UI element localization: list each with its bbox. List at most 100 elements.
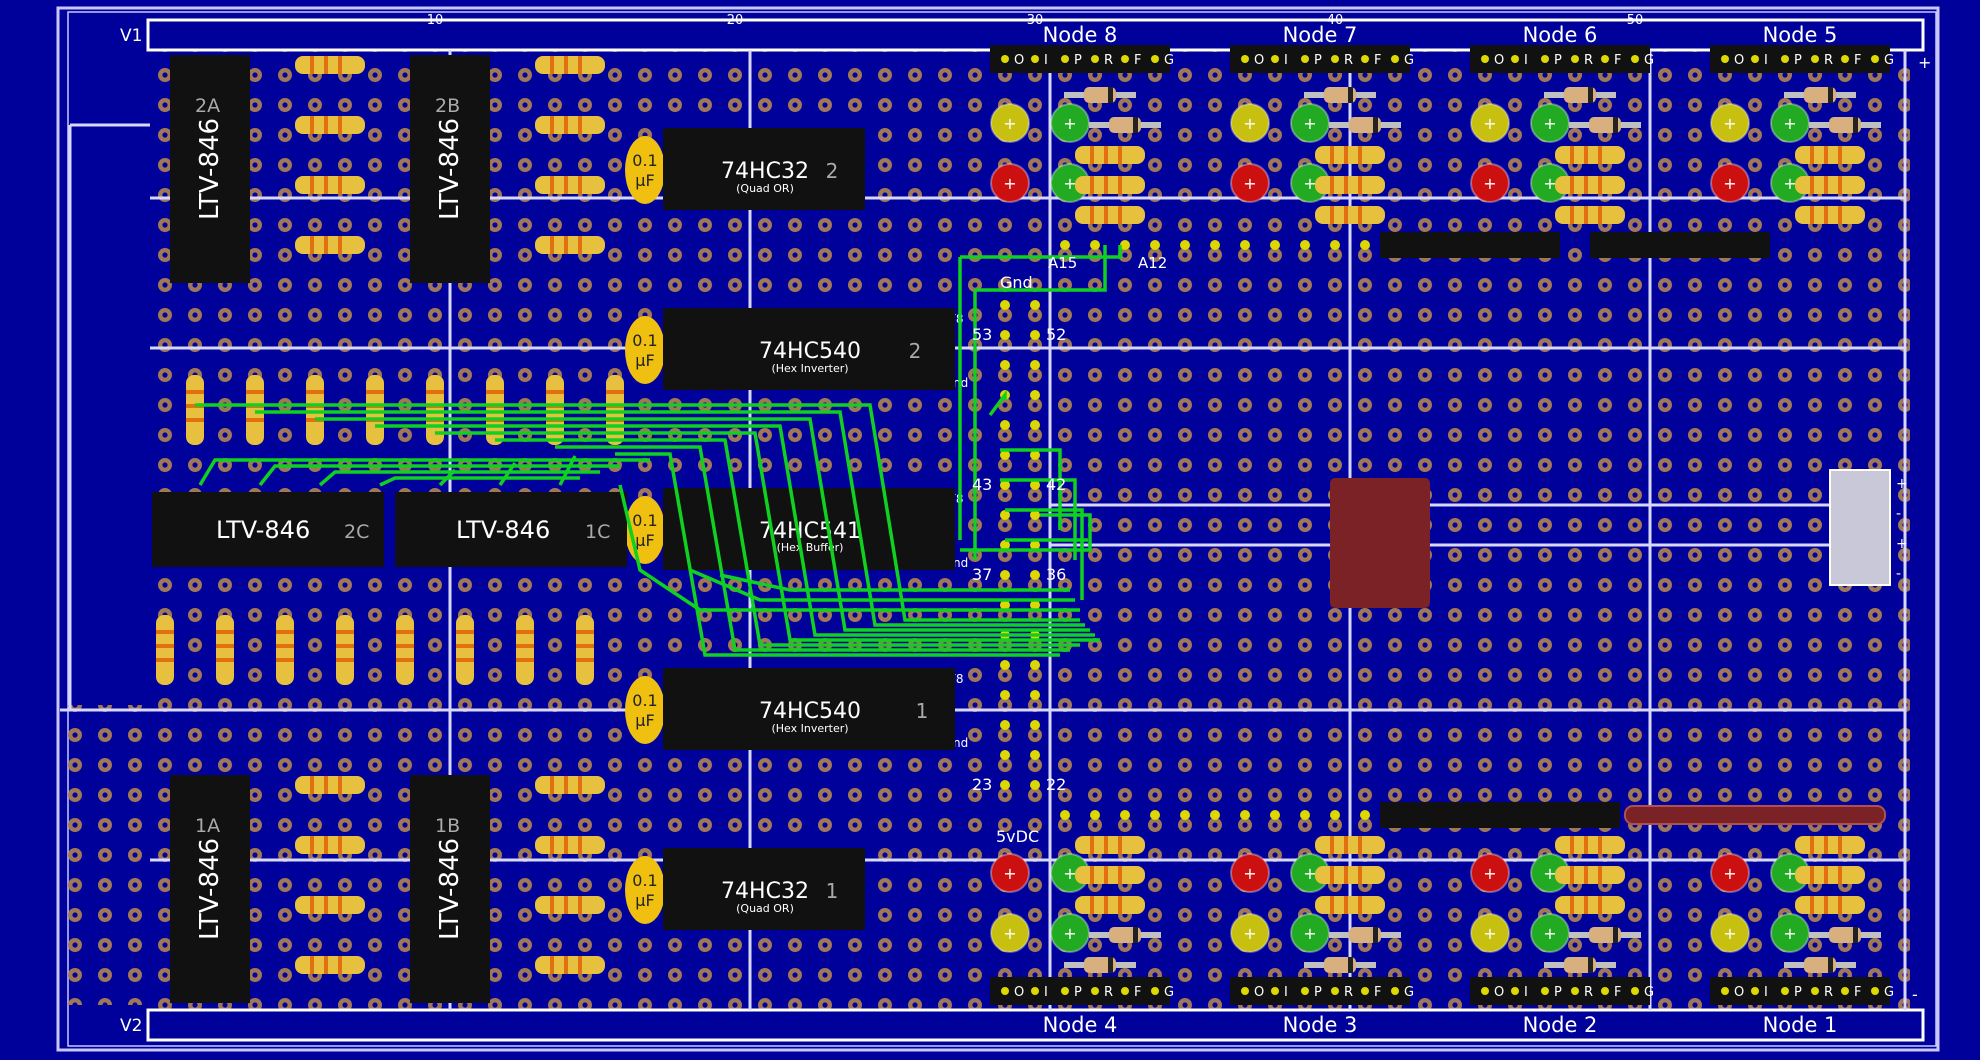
led — [990, 163, 1030, 203]
header-label-36: 36 — [1046, 565, 1066, 584]
mega-header-pin — [1330, 240, 1340, 250]
header-pin-label: R — [1344, 985, 1353, 1000]
capacitor-unit: µF — [635, 891, 654, 910]
header-pin-label: F — [1374, 985, 1381, 1000]
resistor-band — [486, 390, 504, 394]
ic-name: 74HC540 — [759, 339, 861, 364]
led — [1470, 853, 1510, 893]
resistor — [1315, 176, 1385, 194]
resistor-band — [578, 896, 582, 914]
pin-header — [1380, 802, 1620, 828]
resistor — [1075, 146, 1145, 164]
mega-header-pin — [1000, 330, 1010, 340]
resistor-band — [1598, 866, 1602, 884]
header-pin — [1811, 55, 1819, 63]
header-label-22: 22 — [1046, 775, 1066, 794]
resistor-band — [1358, 146, 1362, 164]
header-pin-label: G — [1404, 985, 1414, 1000]
header-pin-label: I — [1044, 985, 1048, 1000]
mega-header-pin — [1030, 540, 1040, 550]
resistor-band — [310, 176, 314, 194]
resistor — [535, 896, 605, 914]
mega-header-pin — [1030, 390, 1040, 400]
header-pin — [1151, 55, 1159, 63]
diode-band — [1108, 957, 1113, 973]
ic-body — [663, 668, 955, 750]
capacitor — [625, 136, 665, 204]
ic-description: (Hex Buffer) — [777, 541, 844, 554]
ic-body — [663, 128, 865, 210]
mega-header-pin — [1060, 810, 1070, 820]
header-pin — [1511, 987, 1519, 995]
resistor — [1075, 836, 1145, 854]
mega-header-pin — [1000, 510, 1010, 520]
capacitor-value: 0.1 — [632, 871, 657, 890]
led-polarity-mark: + — [1483, 114, 1496, 133]
mega-header-pin — [1030, 480, 1040, 490]
resistor-band — [366, 390, 384, 394]
mega-header-pin — [1090, 810, 1100, 820]
header-pin — [1361, 55, 1369, 63]
resistor-band — [1104, 176, 1108, 194]
optocoupler-2a: LTV-846 2A — [170, 55, 250, 283]
led-polarity-mark: + — [1243, 924, 1256, 943]
led-polarity-mark: + — [1243, 174, 1256, 193]
diode-band — [1588, 957, 1593, 973]
led-polarity-mark: + — [1003, 174, 1016, 193]
header-pin-label: P — [1794, 985, 1802, 1000]
led — [1470, 103, 1510, 143]
capacitor-unit: µF — [635, 351, 654, 370]
diode-band — [1133, 927, 1138, 943]
header-pin-label: O — [1254, 985, 1264, 1000]
ic-74hc32-2: 74HC32 2 (Quad OR) — [663, 128, 865, 210]
resistor — [295, 776, 365, 794]
resistor — [456, 615, 474, 685]
led — [1710, 163, 1750, 203]
led — [1230, 853, 1270, 893]
diode-band — [1348, 87, 1353, 103]
resistor-band — [1570, 146, 1574, 164]
header-pin-label: I — [1524, 53, 1528, 68]
optocoupler-2c: LTV-846 2C — [152, 492, 384, 567]
header-pin-label: O — [1494, 53, 1504, 68]
resistor — [1795, 176, 1865, 194]
led-polarity-mark: + — [1723, 114, 1736, 133]
diode-band — [1588, 87, 1593, 103]
resistor-band — [216, 630, 234, 634]
resistor-band — [578, 116, 582, 134]
resistor-band — [276, 630, 294, 634]
header-pin — [1031, 987, 1039, 995]
node-label: Node 3 — [1283, 1013, 1358, 1037]
resistor-band — [324, 776, 328, 794]
resistor — [295, 116, 365, 134]
led-polarity-mark: + — [1243, 114, 1256, 133]
resistor-band — [246, 418, 264, 422]
opto-body — [152, 492, 384, 567]
resistor-band — [1344, 896, 1348, 914]
header-pin — [1091, 987, 1099, 995]
header-pin — [1631, 55, 1639, 63]
header-pin — [1061, 55, 1069, 63]
resistor-band — [1598, 896, 1602, 914]
resistor-band — [1358, 176, 1362, 194]
resistor-band — [564, 956, 568, 974]
header-pin — [1871, 55, 1879, 63]
header-label-a12: A12 — [1138, 254, 1167, 272]
ic-number: 1 — [826, 879, 839, 903]
resistor — [1555, 146, 1625, 164]
header-pin — [1481, 55, 1489, 63]
header-pin — [1481, 987, 1489, 995]
header-pin — [1061, 987, 1069, 995]
mega-header-pin — [1030, 570, 1040, 580]
resistor-band — [578, 776, 582, 794]
header-label-53: 53 — [972, 325, 992, 344]
opto-part: LTV-846 — [195, 118, 225, 220]
header-pin-label: F — [1854, 985, 1861, 1000]
resistor — [535, 116, 605, 134]
diode-band — [1373, 117, 1378, 133]
header-pin-label: R — [1104, 53, 1113, 68]
resistor-band — [336, 644, 354, 648]
node-label: Node 7 — [1283, 23, 1358, 47]
node-label: Node 2 — [1523, 1013, 1598, 1037]
mega-header-pin — [1000, 420, 1010, 430]
